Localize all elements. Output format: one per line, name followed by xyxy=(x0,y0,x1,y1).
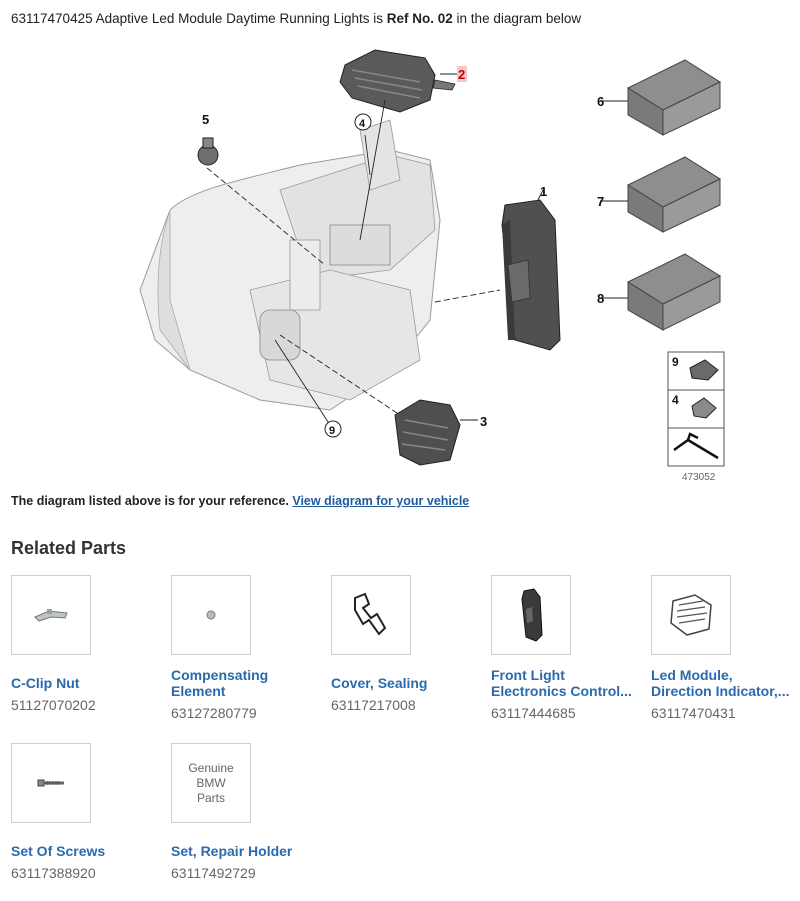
led-module-icon xyxy=(670,594,712,636)
part-name-line[interactable]: Element xyxy=(171,683,226,699)
part-1-control-module xyxy=(501,199,561,351)
part-name-link[interactable]: Cover, Sealing xyxy=(331,675,476,691)
related-part-card[interactable]: C-Clip Nut 51127070202 xyxy=(11,575,161,713)
part-number: 63127280779 xyxy=(171,705,257,721)
callout-7: 7 xyxy=(597,194,604,209)
small-parts-inset: 9 4 473052 xyxy=(667,351,725,483)
callout-9: 9 xyxy=(329,425,335,437)
part-name-line[interactable]: Compensating xyxy=(171,667,269,683)
box-6: 6 xyxy=(597,59,722,136)
sealing-cover-icon xyxy=(354,592,387,636)
part-name-line[interactable]: Front Light xyxy=(491,667,565,683)
part-number: 63117388920 xyxy=(11,865,96,881)
related-part-card[interactable]: Cover, Sealing 63117217008 xyxy=(331,575,481,713)
related-part-card[interactable]: Genuine BMW Parts Set, Repair Holder 631… xyxy=(171,743,321,881)
part-thumbnail[interactable] xyxy=(651,575,731,655)
part-name-link[interactable]: C-Clip Nut xyxy=(11,675,156,691)
part-thumbnail[interactable] xyxy=(11,743,91,823)
inset-code: 473052 xyxy=(682,472,716,483)
callout-6: 6 xyxy=(597,94,604,109)
part-name-line[interactable]: Led Module, xyxy=(651,667,733,683)
part-name-line[interactable]: Cover, Sealing xyxy=(331,675,428,691)
related-part-card[interactable]: Led Module,Direction Indicator,... 63117… xyxy=(651,575,800,721)
part-number: 51127070202 xyxy=(11,697,96,713)
part-thumbnail[interactable] xyxy=(171,575,251,655)
box-7: 7 xyxy=(597,156,722,233)
part-number: 63117217008 xyxy=(331,697,416,713)
part-name-line[interactable]: Electronics Control... xyxy=(491,683,632,699)
leader-lines xyxy=(206,73,544,426)
genuine-parts-placeholder: Genuine BMW Parts xyxy=(188,760,234,805)
part-thumbnail[interactable] xyxy=(491,575,571,655)
headlight-housing xyxy=(139,119,441,411)
parts-boxes: 6 7 8 xyxy=(597,59,722,331)
part-3-heatsink xyxy=(394,399,461,466)
part-name-line[interactable]: C-Clip Nut xyxy=(11,675,80,691)
part-name-line[interactable]: Set Of Screws xyxy=(11,843,106,859)
intro-suffix: in the diagram below xyxy=(452,11,582,26)
part-number: 63117470431 xyxy=(651,705,736,721)
part-name-link[interactable]: Set Of Screws xyxy=(11,843,156,859)
part-name-line[interactable]: Set, Repair Holder xyxy=(171,843,293,859)
screw-icon xyxy=(37,779,64,787)
reference-note-text: The diagram listed above is for your ref… xyxy=(11,494,293,508)
related-part-card[interactable]: Set Of Screws 63117388920 xyxy=(11,743,161,881)
part-name-link[interactable]: Set, Repair Holder xyxy=(171,843,316,859)
part-number: 63117444685 xyxy=(491,705,576,721)
box-8: 8 xyxy=(597,253,722,331)
compensating-element-icon xyxy=(206,610,216,620)
part-thumbnail[interactable] xyxy=(11,575,91,655)
callout-5: 5 xyxy=(202,112,209,127)
part-name-link[interactable]: Led Module,Direction Indicator,... xyxy=(651,667,796,699)
part-number: 63117492729 xyxy=(171,865,256,881)
intro-part-text: 63117470425 Adaptive Led Module Daytime … xyxy=(11,11,387,26)
inset-callout-9: 9 xyxy=(672,355,679,369)
callouts: 1 2 3 4 5 9 xyxy=(202,66,547,438)
reference-note: The diagram listed above is for your ref… xyxy=(11,494,469,508)
related-parts-title: Related Parts xyxy=(11,538,127,558)
parts-diagram: 1 2 3 4 5 9 6 7 8 xyxy=(139,49,725,483)
clip-nut-icon xyxy=(34,609,68,622)
part-thumbnail[interactable] xyxy=(331,575,411,655)
callout-1: 1 xyxy=(540,184,547,199)
callout-2: 2 xyxy=(458,67,465,82)
callout-2-highlight xyxy=(457,66,467,82)
inset-callout-4: 4 xyxy=(672,393,679,407)
callout-9-circle xyxy=(324,420,342,438)
callout-3: 3 xyxy=(480,414,487,429)
callout-4-circle xyxy=(354,113,372,131)
part-thumbnail[interactable]: Genuine BMW Parts xyxy=(171,743,251,823)
intro-text: 63117470425 Adaptive Led Module Daytime … xyxy=(11,11,581,26)
part-5-bolt xyxy=(197,137,219,166)
part-name-line[interactable]: Direction Indicator,... xyxy=(651,683,790,699)
callout-4: 4 xyxy=(359,118,366,130)
ref-number: Ref No. 02 xyxy=(386,11,453,26)
view-diagram-link[interactable]: View diagram for your vehicle xyxy=(292,494,470,508)
part-2-heatsink xyxy=(339,49,456,113)
control-module-icon xyxy=(521,588,543,642)
callout-8: 8 xyxy=(597,291,604,306)
